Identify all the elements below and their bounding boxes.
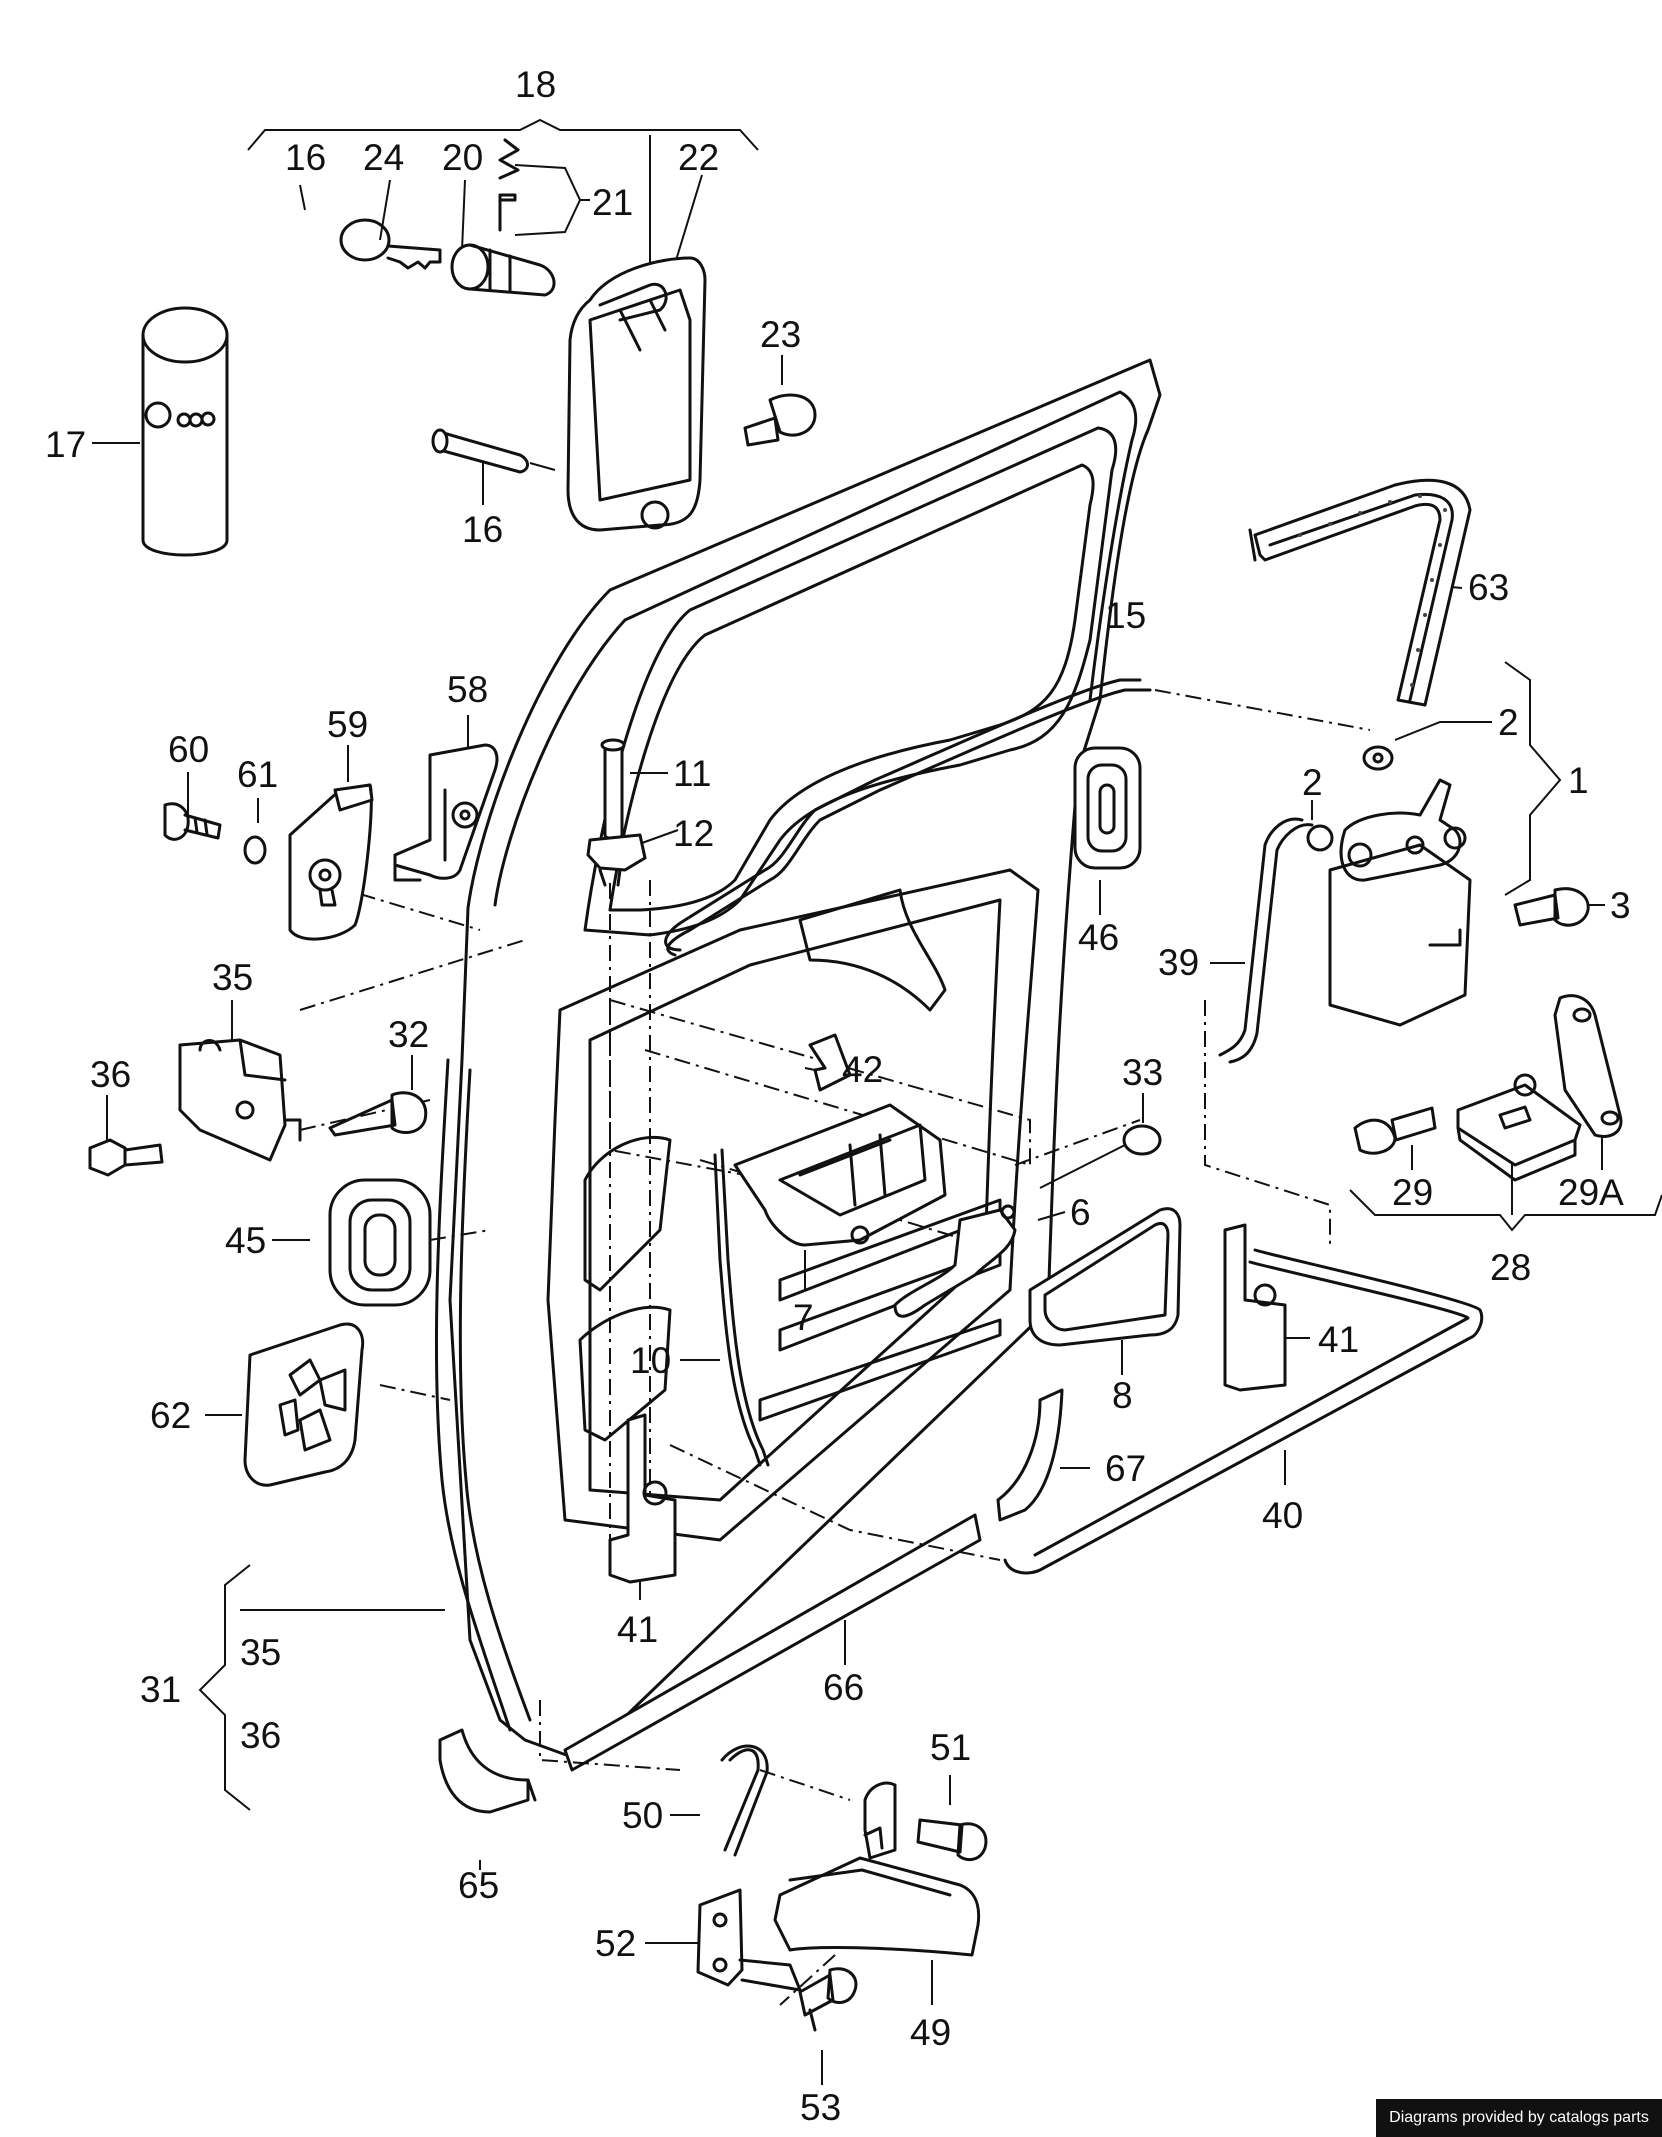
guide-12	[586, 833, 647, 887]
callout-40: 40	[1262, 1495, 1303, 1536]
callout-59: 59	[327, 704, 368, 745]
bracket-52	[696, 1888, 802, 1992]
rod-clip-41-right	[1223, 1223, 1287, 1392]
callout-61: 61	[237, 754, 278, 795]
callout-11: 11	[673, 753, 711, 794]
grommet-45	[328, 1178, 432, 1307]
bolt-36	[88, 1138, 164, 1177]
door-check-35	[178, 1038, 302, 1162]
bolt-51	[916, 1818, 988, 1862]
rod-39	[1218, 817, 1314, 1064]
washers-2	[1306, 745, 1394, 852]
callout-66: 66	[823, 1667, 864, 1708]
leader-lines	[92, 118, 1662, 2085]
callout-21: 21	[592, 182, 633, 223]
callout-67: 67	[1105, 1448, 1146, 1489]
diagram-credit: Diagrams provided by catalogs parts	[1376, 2099, 1662, 2137]
callout-49: 49	[910, 2012, 951, 2053]
callout-51: 51	[930, 1727, 971, 1768]
cap-33	[1039, 1124, 1162, 1189]
shim-29a	[1553, 994, 1623, 1138]
callout-3: 3	[1610, 885, 1631, 926]
bolt-60	[163, 802, 222, 841]
callout-63: 63	[1468, 567, 1509, 608]
callout-8: 8	[1112, 1375, 1133, 1416]
door-shell	[434, 358, 1484, 1772]
callout-41: 41	[617, 1609, 658, 1650]
callout-24: 24	[363, 137, 404, 178]
callout-20: 20	[442, 137, 483, 178]
callout-32: 32	[388, 1014, 429, 1055]
spray-can-17	[141, 306, 229, 557]
damping-pad-62	[243, 1322, 365, 1487]
seal-piece-65	[438, 1728, 537, 1814]
screw-3	[1513, 887, 1590, 927]
callout-29: 29	[1392, 1172, 1433, 1213]
callout-60: 60	[168, 729, 209, 770]
callout-50: 50	[622, 1795, 663, 1836]
callout-46: 46	[1078, 917, 1119, 958]
callout-23: 23	[760, 314, 801, 355]
callout-52: 52	[595, 1923, 636, 1964]
callout-16: 16	[285, 137, 326, 178]
rod-50	[720, 1744, 769, 1857]
inside-handle-6	[893, 1204, 1017, 1318]
screw-29	[1353, 1106, 1437, 1155]
bezel-8	[1028, 1207, 1182, 1347]
callout-17: 17	[45, 424, 86, 465]
callout-62: 62	[150, 1395, 191, 1436]
callout-28: 28	[1490, 1247, 1531, 1288]
screw-32	[328, 1091, 428, 1137]
callout-35: 35	[212, 957, 253, 998]
door-lock-1	[1328, 778, 1472, 1027]
plunger-11	[600, 738, 626, 841]
callout-labels: 1 2 2 3 6 7 8 10 11 12 15 16 16 17 18 20…	[45, 64, 1631, 2128]
callout-35: 35	[240, 1632, 281, 1673]
callout-6: 6	[1070, 1192, 1091, 1233]
callout-15: 15	[1105, 595, 1146, 636]
callout-41: 41	[1318, 1319, 1359, 1360]
check-arm-49	[773, 1781, 981, 1957]
callout-2: 2	[1498, 702, 1519, 743]
callout-39: 39	[1158, 942, 1199, 983]
callout-22: 22	[678, 137, 719, 178]
outside-handle-22	[566, 256, 707, 532]
washer-61	[243, 835, 267, 865]
callout-65: 65	[458, 1865, 499, 1906]
callout-53: 53	[800, 2087, 841, 2128]
callout-12: 12	[673, 813, 714, 854]
lock-cylinder-20	[450, 243, 556, 297]
handle-housing-7	[733, 1103, 947, 1247]
callout-31: 31	[140, 1669, 181, 1710]
callout-36: 36	[90, 1054, 131, 1095]
callout-16: 16	[462, 509, 503, 550]
callout-58: 58	[447, 669, 488, 710]
striker-28	[1456, 1073, 1582, 1182]
callout-2: 2	[1302, 762, 1323, 803]
bolt-53	[798, 1967, 858, 2032]
callout-45: 45	[225, 1220, 266, 1261]
callout-7: 7	[793, 1297, 814, 1338]
callout-42: 42	[842, 1049, 883, 1090]
callout-36: 36	[240, 1715, 281, 1756]
callout-1: 1	[1568, 760, 1589, 801]
spring-clip-21	[498, 138, 520, 232]
grommet-46	[1073, 746, 1142, 870]
callout-29a: 29A	[1558, 1172, 1624, 1213]
clip-42	[808, 1033, 852, 1092]
window-channel-63	[1248, 478, 1472, 707]
pin-16	[431, 428, 556, 474]
screw-23	[743, 393, 817, 447]
key-24	[339, 218, 442, 270]
callout-18: 18	[515, 64, 556, 105]
callout-10: 10	[630, 1340, 671, 1381]
trim-67	[996, 1388, 1064, 1522]
striker-plate-59	[288, 783, 374, 941]
callout-33: 33	[1122, 1052, 1163, 1093]
rod-clip-41-left	[608, 1413, 677, 1584]
bracket-58	[393, 743, 499, 882]
